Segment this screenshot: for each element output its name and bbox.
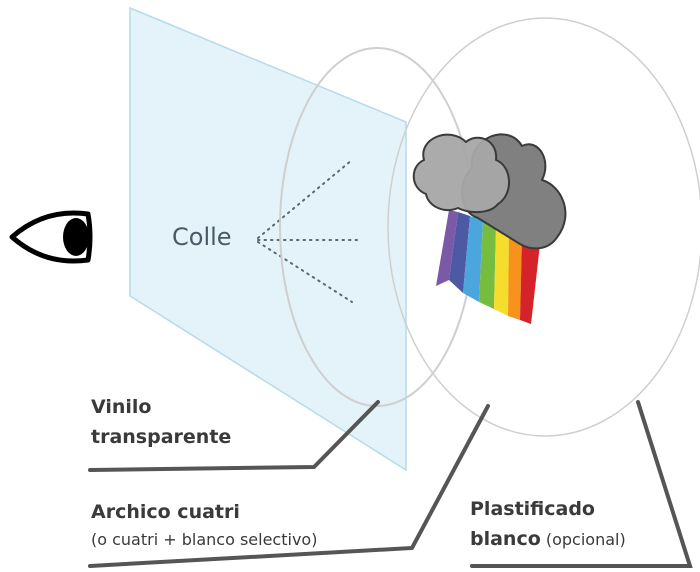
archico-label-subtitle: (o cuatri + blanco selectivo) — [91, 530, 317, 549]
vinilo-label-line2: transparente — [91, 426, 231, 448]
vinilo-label-line1: Vinilo — [91, 396, 152, 418]
plastificado-label-line1: Plastificado — [470, 498, 595, 520]
plastificado-label-line2: blanco (opcional) — [470, 528, 626, 550]
leader-lines — [88, 400, 693, 568]
rainbow-stripes — [436, 210, 540, 324]
colle-label: Colle — [172, 223, 232, 251]
transparent-vinyl-panel — [129, 6, 407, 472]
eye-icon — [9, 210, 93, 264]
laminate-layer-ellipse — [387, 17, 700, 437]
plastificado-label-bold: blanco — [470, 528, 541, 550]
adhesive-dotted-lines — [257, 159, 361, 303]
plastificado-label-optional: (opcional) — [541, 530, 626, 549]
archico-label-title: Archico cuatri — [91, 501, 240, 523]
cloud-icon — [412, 133, 567, 250]
